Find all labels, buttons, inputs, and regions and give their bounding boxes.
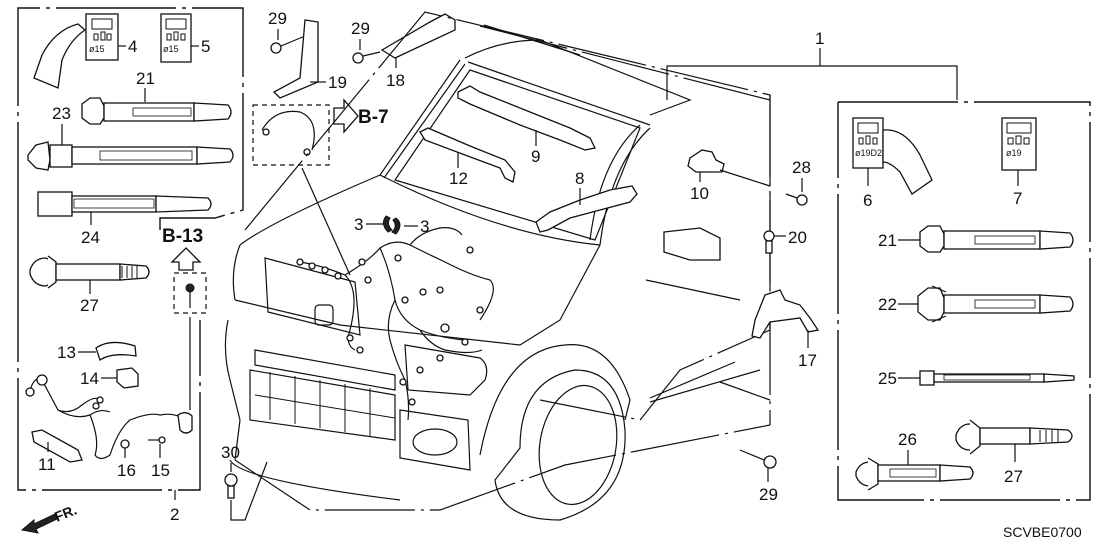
callout-28: 28 (792, 158, 811, 177)
callout-26: 26 (898, 430, 917, 449)
callout-3-left: 3 (354, 215, 363, 234)
callout-27-left: 27 (80, 296, 99, 315)
callout-8: 8 (575, 169, 584, 188)
callout-29-c: 29 (759, 485, 778, 504)
callout-30: 30 (221, 443, 240, 462)
callout-10: 10 (690, 184, 709, 203)
front-arrow-icon (20, 513, 58, 534)
part-27-harness-clip[interactable]: 27 (29, 255, 150, 315)
callout-9: 9 (531, 147, 540, 166)
callout-19: 19 (328, 73, 347, 92)
part-5-marking: ø15 (163, 44, 179, 54)
part-8-harness-cover[interactable]: 8 (535, 169, 638, 233)
part-24-cable-tie[interactable]: 24 (37, 191, 212, 247)
ref-b7-label: B-7 (358, 107, 389, 128)
front-direction-label: FR. (52, 501, 79, 524)
engine-harness-main[interactable] (296, 227, 494, 421)
part-20-bolt[interactable]: 20 (763, 228, 807, 254)
part-30-bolt[interactable]: 30 (221, 443, 268, 521)
part-4-connector-clip[interactable]: ø15 4 (33, 13, 137, 89)
callout-14: 14 (80, 369, 99, 388)
part-21-harness-band[interactable]: 21 (81, 69, 232, 125)
callout-3-right: 3 (420, 217, 429, 236)
part-11-bracket[interactable]: 11 (31, 429, 83, 474)
callout-21-right: 21 (878, 231, 897, 250)
callout-6: 6 (863, 191, 872, 210)
left-parts-group (17, 7, 244, 491)
callout-17: 17 (798, 351, 817, 370)
vehicle-body (224, 11, 771, 521)
part-17-bracket[interactable]: 17 (751, 289, 820, 370)
callout-13: 13 (57, 343, 76, 362)
part-7-marking: ø19 (1006, 148, 1022, 158)
callout-4: 4 (128, 37, 137, 56)
callout-2: 2 (170, 505, 179, 524)
callout-27-right: 27 (1004, 467, 1023, 486)
part-2-wire-harness[interactable]: 2 (25, 317, 193, 524)
callout-22: 22 (878, 295, 897, 314)
part-6-marking: ø19D2 (855, 148, 882, 158)
front-direction-indicator: FR. (20, 501, 79, 534)
callout-16: 16 (117, 461, 136, 480)
part-29-bolt-b[interactable]: 29 (351, 19, 381, 64)
callout-20: 20 (788, 228, 807, 247)
part-26-harness-clip[interactable]: 26 (855, 430, 974, 491)
callout-18: 18 (386, 71, 405, 90)
diagram-code: SCVBE0700 (1003, 524, 1082, 540)
section-ref-b13[interactable]: B-13 (162, 226, 207, 314)
part-21-harness-band-right[interactable]: 21 (878, 225, 1074, 253)
part-22-harness-band[interactable]: 22 (878, 285, 1074, 323)
part-4-marking: ø15 (89, 44, 105, 54)
part-9-harness-cover[interactable]: 9 (457, 85, 596, 166)
part-27-harness-clip-right[interactable]: 27 (955, 419, 1073, 486)
part-29-bolt-a[interactable]: 29 (268, 9, 306, 54)
part-12-harness-cover[interactable]: 12 (419, 127, 516, 188)
part-16-nut[interactable]: 16 (117, 439, 136, 480)
part-13-clamp[interactable]: 13 (57, 341, 137, 362)
part-28-bolt[interactable]: 28 (785, 158, 811, 206)
callout-12: 12 (449, 169, 468, 188)
part-23-harness-band[interactable]: 23 (27, 104, 234, 171)
part-10-connector[interactable]: 10 (687, 149, 771, 203)
part-19-bracket[interactable]: 19 (272, 19, 347, 99)
callout-25: 25 (878, 369, 897, 388)
callout-24: 24 (81, 228, 100, 247)
callout-23: 23 (52, 104, 71, 123)
part-6-connector-clip[interactable]: ø19D2 6 (852, 117, 933, 210)
part-14-connector[interactable]: 14 (80, 367, 139, 389)
section-ref-b7[interactable]: B-7 (252, 98, 389, 276)
part-15-bolt[interactable]: 15 (148, 436, 170, 480)
ref-b13-label: B-13 (162, 226, 203, 247)
callout-1: 1 (815, 29, 824, 48)
callout-7: 7 (1013, 189, 1022, 208)
callout-29-b: 29 (351, 19, 370, 38)
callout-21-left: 21 (136, 69, 155, 88)
callout-11: 11 (38, 455, 56, 474)
part-3-grommet-pair[interactable]: 3 3 (354, 215, 429, 236)
part-18-bracket[interactable]: 18 (380, 13, 456, 90)
callout-29-a: 29 (268, 9, 287, 28)
callout-5: 5 (201, 37, 210, 56)
callout-15: 15 (151, 461, 170, 480)
part-7-connector-clip[interactable]: ø19 7 (1001, 117, 1037, 208)
part-5-connector-clip[interactable]: ø15 5 (160, 13, 210, 63)
part-25-cable-tie[interactable]: 25 (878, 369, 1075, 388)
part-29-bolt-c[interactable]: 29 (739, 449, 778, 504)
part-1-group-bracket: 1 (666, 29, 1091, 501)
